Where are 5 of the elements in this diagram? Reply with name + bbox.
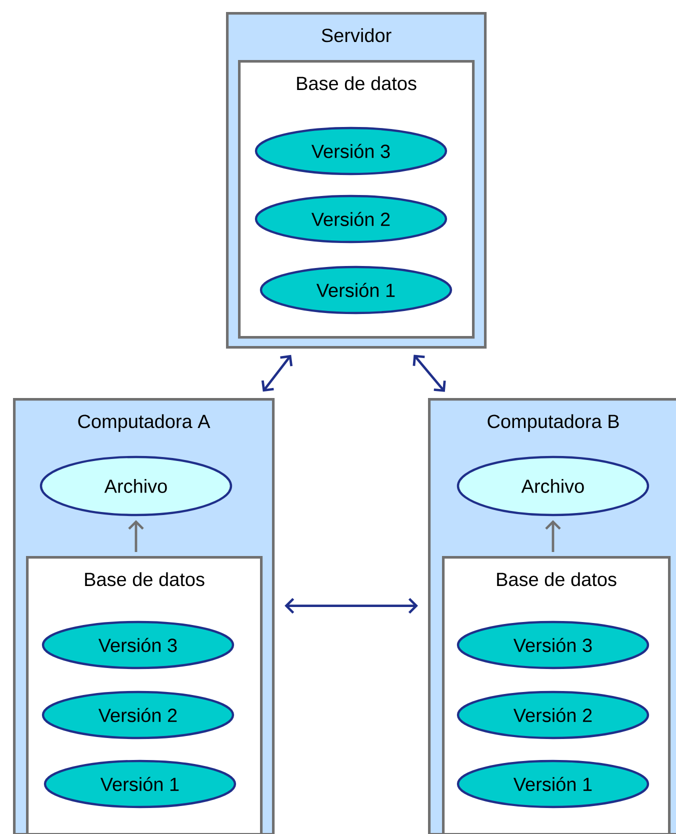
arrow	[284, 598, 418, 614]
arrow	[545, 520, 561, 552]
arrow	[128, 520, 144, 552]
arrow	[412, 354, 446, 392]
arrow	[261, 354, 293, 392]
